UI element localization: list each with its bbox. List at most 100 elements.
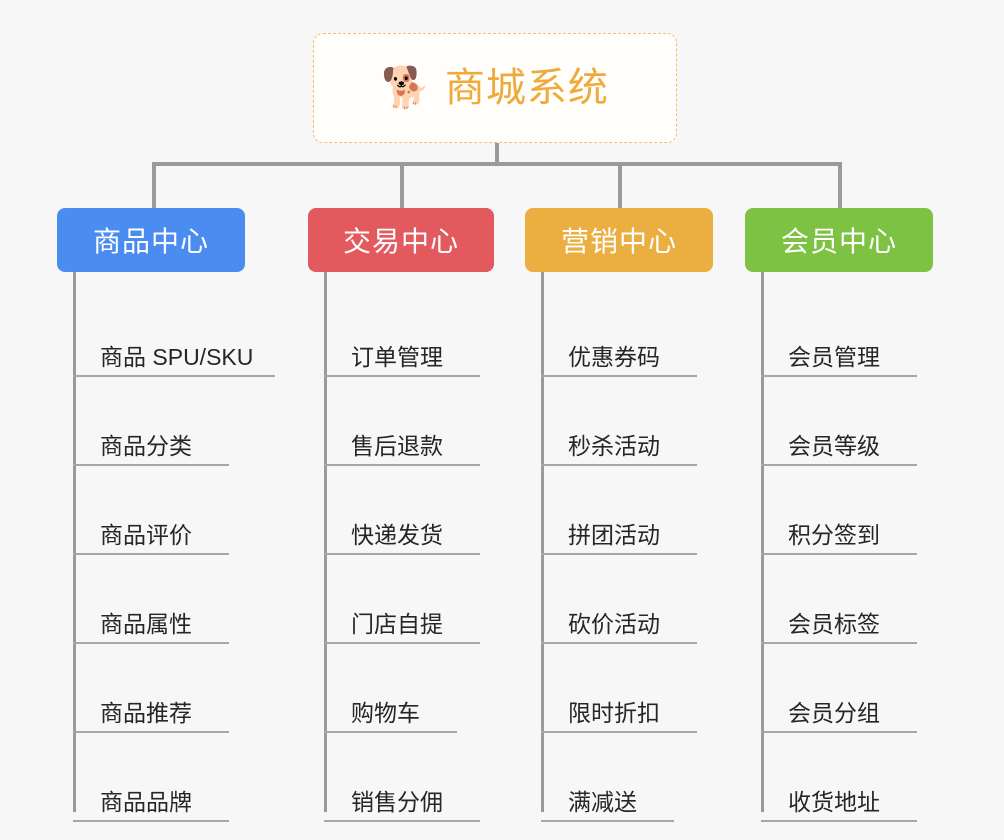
root-title: 商城系统: [444, 66, 609, 110]
list-item[interactable]: 门店自提: [308, 555, 494, 644]
list-item[interactable]: 商品属性: [57, 555, 253, 644]
category-card-member-center[interactable]: 会员中心: [745, 208, 933, 272]
root-node[interactable]: 🐕 商城系统: [313, 33, 677, 143]
leaf-label: 商品分类: [100, 433, 192, 459]
list-item[interactable]: 商品评价: [57, 466, 253, 555]
trunk-line: [761, 272, 764, 812]
leaf-label: 积分签到: [788, 522, 880, 548]
leaf-label: 拼团活动: [568, 522, 660, 548]
leaf-underline: [761, 642, 917, 644]
leaf-label: 限时折扣: [568, 700, 660, 726]
connector-drop-trade-center: [400, 162, 404, 209]
connector-drop-marketing-center: [618, 162, 622, 209]
connector-horizontal-bus: [152, 162, 840, 166]
list-item[interactable]: 收货地址: [745, 733, 933, 822]
leaf-label: 商品 SPU/SKU: [100, 344, 254, 370]
list-item[interactable]: 限时折扣: [525, 644, 713, 733]
category-card-product-center[interactable]: 商品中心: [57, 208, 245, 272]
list-item[interactable]: 会员分组: [745, 644, 933, 733]
leaf-underline: [541, 820, 674, 822]
leaf-label: 秒杀活动: [568, 433, 660, 459]
leaf-underline: [73, 642, 229, 644]
trunk-line: [541, 272, 544, 812]
list-item[interactable]: 商品分类: [57, 377, 253, 466]
list-item[interactable]: 砍价活动: [525, 555, 713, 644]
leaf-label: 会员管理: [788, 344, 880, 370]
list-item[interactable]: 秒杀活动: [525, 377, 713, 466]
list-item[interactable]: 购物车: [308, 644, 494, 733]
leaf-underline: [324, 375, 480, 377]
leaf-label: 购物车: [351, 700, 420, 726]
leaf-underline: [761, 820, 917, 822]
column-marketing-center: 营销中心 优惠券码 秒杀活动 拼团活动 砍价活动 限时折扣: [525, 208, 713, 822]
list-item[interactable]: 售后退款: [308, 377, 494, 466]
leaf-underline: [324, 731, 457, 733]
leaf-underline: [541, 642, 697, 644]
leaf-underline: [541, 375, 697, 377]
leaf-underline: [761, 464, 917, 466]
leaf-label: 会员等级: [788, 433, 880, 459]
connector-root-stem: [495, 143, 499, 165]
leaf-underline: [73, 375, 275, 377]
leaf-underline: [73, 820, 229, 822]
leaf-label: 售后退款: [351, 433, 443, 459]
list-item[interactable]: 商品品牌: [57, 733, 253, 822]
list-item[interactable]: 优惠券码: [525, 288, 713, 377]
leaf-label: 满减送: [568, 789, 637, 815]
list-item[interactable]: 快递发货: [308, 466, 494, 555]
leaf-underline: [541, 731, 697, 733]
leaf-label: 商品品牌: [100, 789, 192, 815]
column-trade-center: 交易中心 订单管理 售后退款 快递发货 门店自提 购物车: [308, 208, 494, 822]
list-item[interactable]: 销售分佣: [308, 733, 494, 822]
list-item[interactable]: 会员等级: [745, 377, 933, 466]
leaf-label: 优惠券码: [568, 344, 660, 370]
trunk-line: [73, 272, 76, 812]
leaf-label: 砍价活动: [568, 611, 660, 637]
leaf-list-trade-center: 订单管理 售后退款 快递发货 门店自提 购物车 销售分佣: [308, 272, 494, 822]
list-item[interactable]: 满减送: [525, 733, 713, 822]
leaf-label: 订单管理: [351, 344, 443, 370]
column-product-center: 商品中心 商品 SPU/SKU 商品分类 商品评价 商品属性 商品推荐: [57, 208, 275, 822]
connector-drop-product-center: [152, 162, 156, 209]
leaf-label: 会员分组: [788, 700, 880, 726]
trunk-line: [324, 272, 327, 812]
leaf-label: 门店自提: [351, 611, 443, 637]
shiba-dog-face-icon: 🐕: [381, 66, 431, 110]
column-member-center: 会员中心 会员管理 会员等级 积分签到 会员标签 会员分组: [745, 208, 933, 822]
leaf-label: 销售分佣: [351, 789, 443, 815]
list-item[interactable]: 订单管理: [308, 288, 494, 377]
leaf-underline: [541, 553, 697, 555]
list-item[interactable]: 会员管理: [745, 288, 933, 377]
leaf-list-member-center: 会员管理 会员等级 积分签到 会员标签 会员分组 收货地址: [745, 272, 933, 822]
leaf-underline: [324, 464, 480, 466]
leaf-underline: [73, 731, 229, 733]
list-item[interactable]: 拼团活动: [525, 466, 713, 555]
list-item[interactable]: 商品推荐: [57, 644, 253, 733]
leaf-label: 快递发货: [351, 522, 443, 548]
leaf-underline: [761, 375, 917, 377]
category-title: 交易中心: [342, 226, 459, 257]
leaf-underline: [541, 464, 697, 466]
leaf-underline: [324, 642, 480, 644]
leaf-underline: [73, 553, 229, 555]
leaf-label: 收货地址: [788, 789, 880, 815]
list-item[interactable]: 积分签到: [745, 466, 933, 555]
list-item[interactable]: 商品 SPU/SKU: [57, 288, 275, 377]
category-title: 会员中心: [780, 226, 897, 257]
category-title: 营销中心: [560, 226, 677, 257]
list-item[interactable]: 会员标签: [745, 555, 933, 644]
leaf-underline: [761, 731, 917, 733]
category-title: 商品中心: [92, 226, 209, 257]
category-card-marketing-center[interactable]: 营销中心: [525, 208, 713, 272]
leaf-underline: [73, 464, 229, 466]
category-card-trade-center[interactable]: 交易中心: [308, 208, 494, 272]
leaf-label: 会员标签: [788, 611, 880, 637]
leaf-label: 商品属性: [100, 611, 192, 637]
leaf-label: 商品评价: [100, 522, 192, 548]
leaf-list-marketing-center: 优惠券码 秒杀活动 拼团活动 砍价活动 限时折扣 满减送: [525, 272, 713, 822]
connector-drop-member-center: [838, 162, 842, 209]
leaf-underline: [761, 553, 917, 555]
leaf-underline: [324, 820, 480, 822]
leaf-label: 商品推荐: [100, 700, 192, 726]
